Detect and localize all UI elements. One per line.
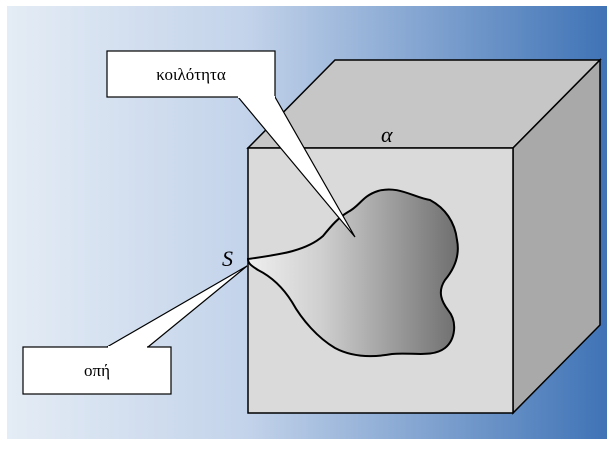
hole-point-label: S: [222, 246, 233, 271]
cavity-callout-box: [106, 50, 276, 98]
hole-label: οπή: [84, 361, 110, 380]
cavity-shape: [246, 188, 459, 357]
cube-edge-label: α: [381, 122, 393, 147]
hole-callout-box: [22, 346, 172, 395]
cavity-label: κοιλότητα: [156, 65, 226, 84]
